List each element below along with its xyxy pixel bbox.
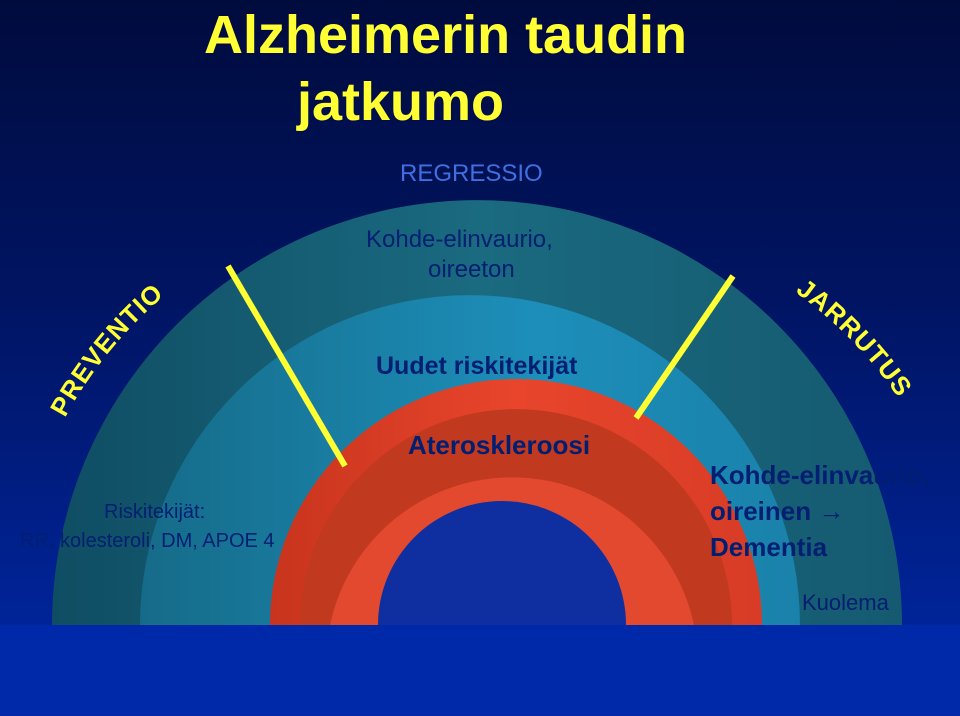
arc-center	[378, 501, 626, 625]
label-right-2-text: oireinen	[710, 496, 812, 526]
label-new-risk: Uudet riskitekijät	[376, 352, 578, 380]
title-line-2: jatkumo	[297, 72, 505, 132]
label-risk-factors-2: RR, kolesteroli, DM, APOE 4	[20, 530, 275, 552]
divider-right	[633, 274, 736, 420]
label-right-1: Kohde-elinvaurio,	[710, 460, 930, 490]
label-atherosclerosis: Ateroskleroosi	[408, 430, 591, 460]
label-regressio: REGRESSIO	[400, 160, 543, 187]
divider-left	[225, 264, 348, 468]
label-target-damage-2: oireeton	[428, 256, 515, 283]
label-right-2: oireinen →	[710, 496, 844, 527]
label-death: Kuolema	[802, 590, 889, 615]
label-risk-factors-1: Riskitekijät:	[104, 501, 206, 523]
bottom-band	[0, 625, 960, 716]
label-right-3: Dementia	[710, 532, 828, 562]
label-target-damage-1: Kohde-elinvaurio,	[366, 226, 553, 253]
title-line-1: Alzheimerin taudin	[204, 5, 688, 65]
arrow-right-icon: →	[818, 496, 845, 526]
